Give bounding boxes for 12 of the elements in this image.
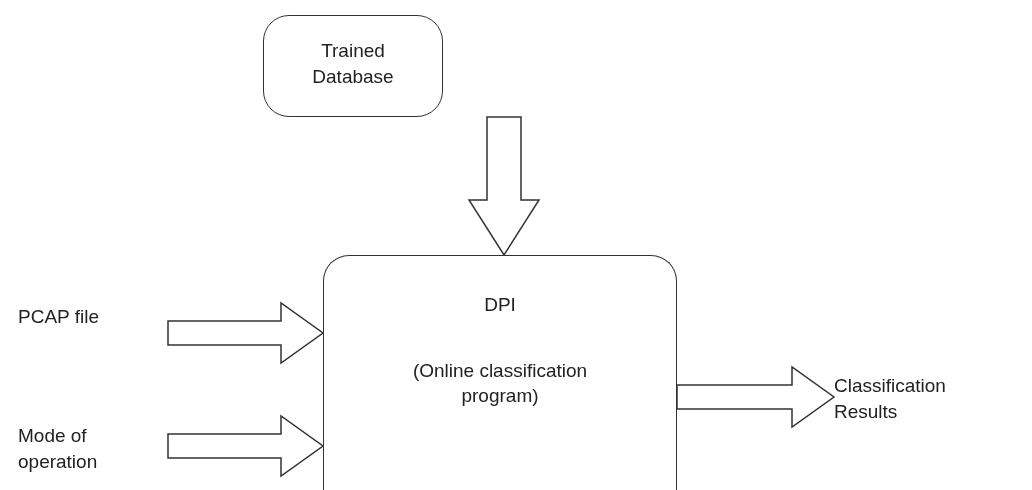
input-label: PCAP file: [18, 305, 100, 330]
output-label: Classification Results: [834, 374, 947, 424]
process-box: [323, 255, 677, 490]
block-arrow: [676, 365, 836, 429]
database-box: [263, 15, 443, 117]
block-arrow: [467, 116, 541, 257]
box-title: Trained Database: [311, 39, 395, 89]
input-label: Mode of operation: [18, 424, 99, 474]
block-arrow: [167, 301, 325, 365]
block-arrow: [167, 414, 325, 478]
box-title: DPI: [484, 293, 516, 317]
box-description: (Online classification program): [411, 358, 589, 409]
